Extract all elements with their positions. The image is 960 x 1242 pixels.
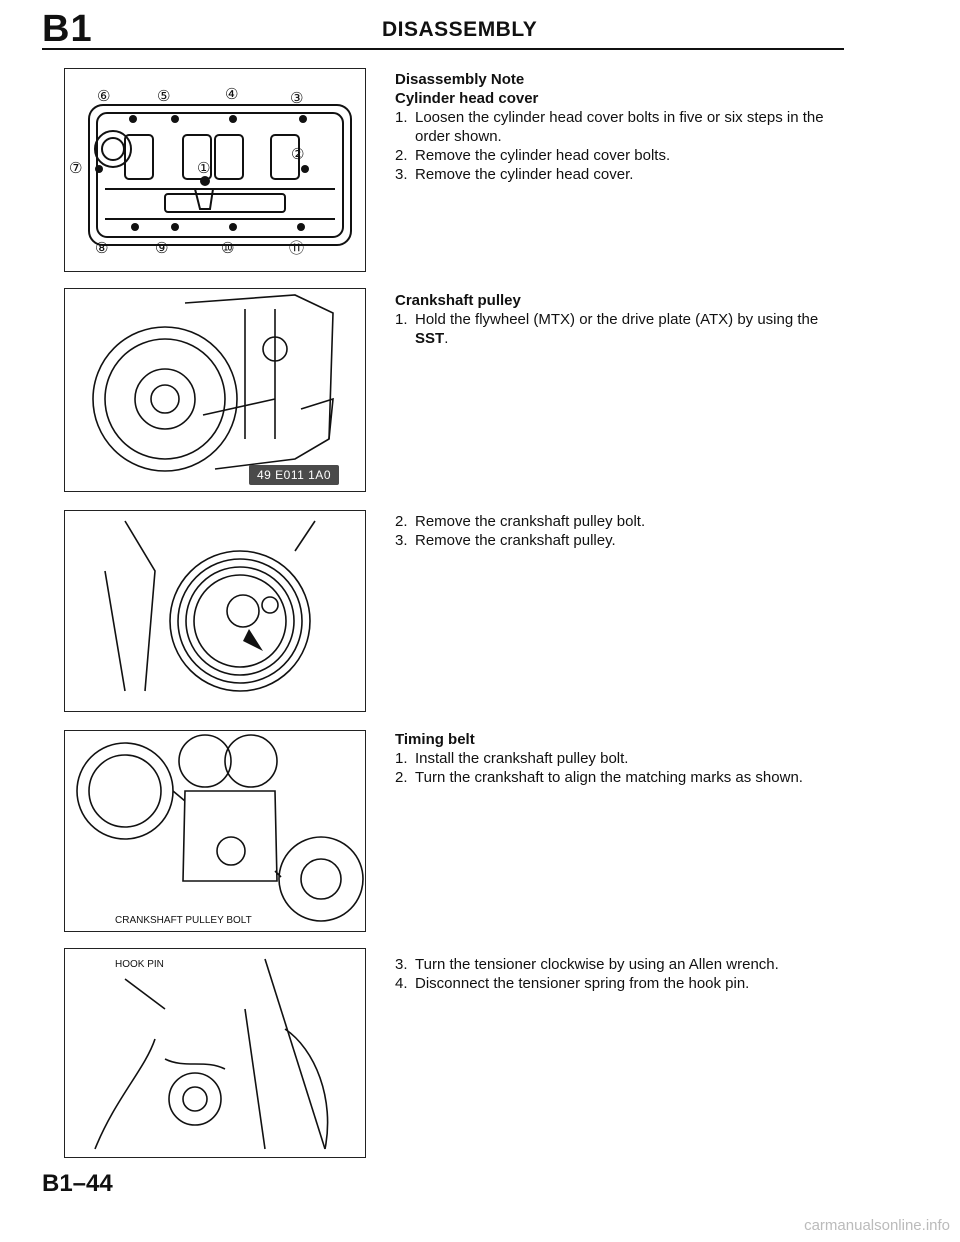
step-item: 3. Remove the crankshaft pulley. [395,532,616,549]
step-item: 2. Turn the crankshaft to align the matc… [395,769,803,786]
callout-6: ⑥ [97,87,110,105]
callout-11: ⑪ [289,239,304,257]
cylinder-head-cover-heading: Cylinder head cover [395,90,539,107]
hook-pin-label: HOOK PIN [115,959,164,970]
crankshaft-pulley-bolt-label: CRANKSHAFT PULLEY BOLT [115,915,252,926]
crankshaft-pulley-drawing [104,520,316,692]
step-item: 1. Hold the flywheel (MTX) or the drive … [395,311,819,347]
figure-crankshaft-pulley [64,510,366,712]
figure-cylinder-head-cover: ⑥ ⑤ ④ ③ ② ① ⑦ ⑧ ⑨ ⑩ ⑪ [64,68,366,272]
callout-5: ⑤ [157,87,170,105]
callout-2: ② [291,145,304,163]
section-remove-pulley: 2. Remove the crankshaft pulley bolt. 3.… [395,512,845,550]
cylinder-head-cover-drawing: ⑥ ⑤ ④ ③ ② ① ⑦ ⑧ ⑨ ⑩ ⑪ [69,85,352,257]
step-item: 4. Disconnect the tensioner spring from … [395,975,750,992]
site-watermark[interactable]: carmanualsonline.info [804,1217,950,1234]
callout-9: ⑨ [155,239,168,257]
callout-4: ④ [225,85,238,103]
figure-flywheel-holder: 49 E011 1A0 [64,288,366,492]
step-item: 1. Install the crankshaft pulley bolt. [395,750,629,767]
callout-8: ⑧ [95,239,108,257]
part-number-badge: 49 E011 1A0 [248,465,339,485]
figure-timing-marks: CRANKSHAFT PULLEY BOLT [64,730,366,932]
step-item: 2. Remove the cylinder head cover bolts. [395,147,671,164]
tensioner-drawing [94,958,329,1150]
callout-10: ⑩ [221,239,234,257]
page-number: B1–44 [42,1170,113,1197]
timing-belt-heading: Timing belt [395,731,475,748]
crankshaft-pulley-heading: Crankshaft pulley [395,292,521,309]
section-timing-belt: Timing belt 1. Install the crankshaft pu… [395,730,845,787]
callout-3: ③ [290,89,303,107]
sst-tool-name: SST [415,330,445,347]
step-item: 2. Remove the crankshaft pulley bolt. [395,513,646,530]
page-title: DISASSEMBLY [382,18,538,41]
callout-7: ⑦ [69,159,82,177]
step-item: 3. Turn the tensioner clockwise by using… [395,956,779,973]
step-item: 1. Loosen the cylinder head cover bolts … [395,109,824,145]
section-cylinder-head-cover: Disassembly Note Cylinder head cover 1. … [395,70,845,184]
section-code: B1 [42,8,93,50]
timing-marks-drawing [76,734,364,922]
callout-1: ① [197,159,210,177]
section-tensioner: 3. Turn the tensioner clockwise by using… [395,955,845,993]
figure-tensioner-hook-pin: HOOK PIN [64,948,366,1158]
step-item: 3. Remove the cylinder head cover. [395,166,634,183]
section-crankshaft-pulley: Crankshaft pulley 1. Hold the flywheel (… [395,291,845,348]
header-rule [42,48,844,50]
flywheel-drawing [92,294,334,472]
disassembly-note-heading: Disassembly Note [395,71,525,88]
